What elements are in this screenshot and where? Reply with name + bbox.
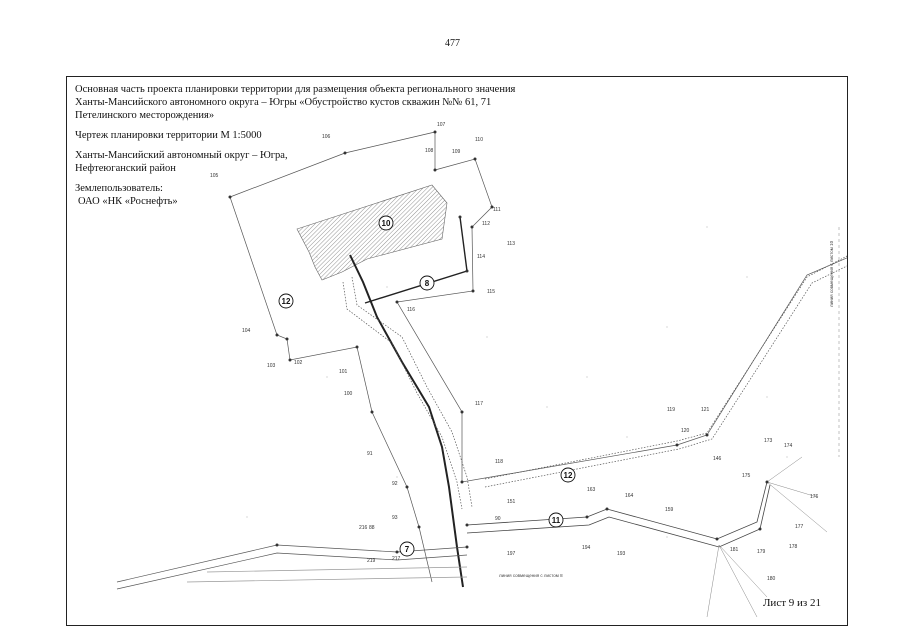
circle-label-12a: 12: [282, 297, 291, 306]
point-label: 92: [392, 481, 398, 487]
point-label: 111: [493, 207, 501, 213]
corridor-7: [116, 544, 468, 590]
point-label: 116: [407, 307, 415, 313]
region-line: Ханты-Мансийский автономный округ – Югра…: [75, 150, 288, 161]
point-label: 100: [344, 391, 353, 397]
point-label: 151: [507, 499, 516, 505]
corridor-12: [342, 255, 847, 510]
point-label: 106: [322, 134, 331, 140]
point-label: 104: [242, 328, 251, 334]
point-label: 102: [294, 360, 303, 366]
point-label: 173: [764, 438, 773, 444]
junction-lines: [706, 456, 828, 618]
point-label: 197: [507, 551, 516, 557]
point-label: 112: [482, 221, 490, 227]
point-label: 146: [713, 456, 722, 462]
point-label: 178: [789, 544, 798, 550]
circle-label-11: 11: [552, 516, 561, 525]
point-label: 105: [210, 173, 219, 179]
title-line: Петелинского месторождения»: [75, 110, 215, 121]
side-match-note: линия совмещения с листом 10: [829, 240, 834, 307]
point-label: 115: [487, 289, 495, 295]
point-label: 90: [495, 516, 501, 522]
point-label: 121: [701, 407, 710, 413]
point-label: 110: [475, 137, 483, 143]
point-label: 103: [267, 363, 276, 369]
page-number: 477: [445, 38, 460, 49]
point-label: 177: [795, 524, 804, 530]
point-label: 216: [359, 525, 368, 531]
title-line: Основная часть проекта планировки террит…: [75, 84, 516, 95]
point-label: 159: [665, 507, 674, 513]
point-label: 176: [810, 494, 819, 500]
point-label: 101: [339, 369, 348, 375]
match-line-note: линия совмещения с листом 8: [499, 573, 563, 578]
main-road: [349, 254, 464, 588]
circle-label-10: 10: [382, 219, 391, 228]
territory-map: 10 8 12 12 11 7 105 106 107 108 109 110 …: [116, 122, 847, 618]
point-label: 181: [730, 547, 739, 553]
point-label: 88: [369, 525, 375, 531]
point-label: 163: [587, 487, 596, 493]
title-line: Ханты-Мансийского автономного округа – Ю…: [75, 97, 492, 108]
map-texture: [246, 226, 788, 538]
point-label: 179: [757, 549, 766, 555]
land-user: ОАО «НК «Роснефть»: [78, 196, 178, 207]
point-label: 175: [742, 473, 751, 479]
point-label: 107: [437, 122, 446, 128]
point-label: 164: [625, 493, 634, 499]
point-label: 120: [681, 428, 690, 434]
land-user-label: Землепользователь:: [75, 183, 163, 194]
point-label: 193: [617, 551, 626, 557]
point-label: 174: [784, 443, 793, 449]
corridor-11: [466, 481, 771, 548]
title-block: Основная часть проекта планировки террит…: [75, 83, 515, 208]
circled-labels: 10 8 12 12 11 7: [278, 215, 576, 557]
sheet-number: Лист 9 из 21: [762, 597, 821, 609]
point-label: 217: [392, 556, 401, 562]
circle-label-12b: 12: [564, 471, 573, 480]
point-label: 180: [767, 576, 776, 582]
circle-label-7: 7: [405, 545, 410, 554]
survey-points: [228, 130, 769, 554]
point-label: 194: [582, 545, 591, 551]
point-label: 91: [367, 451, 373, 457]
point-labels: 105 106 107 108 109 110 111 112 113 114 …: [210, 122, 819, 582]
region-line: Нефтеюганский район: [75, 163, 176, 174]
circle-label-8: 8: [425, 279, 430, 288]
point-label: 93: [392, 515, 398, 521]
point-label: 108: [425, 148, 434, 154]
point-label: 113: [507, 241, 515, 247]
point-label: 109: [452, 149, 461, 155]
point-label: 114: [477, 254, 485, 260]
drawing-frame: 10 8 12 12 11 7 105 106 107 108 109 110 …: [66, 76, 848, 626]
drawing-label: Чертеж планировки территории М 1:5000: [75, 130, 262, 141]
point-label: 117: [475, 401, 483, 407]
point-label: 119: [667, 407, 675, 413]
point-label: 219: [367, 558, 376, 564]
point-label: 118: [495, 459, 503, 465]
